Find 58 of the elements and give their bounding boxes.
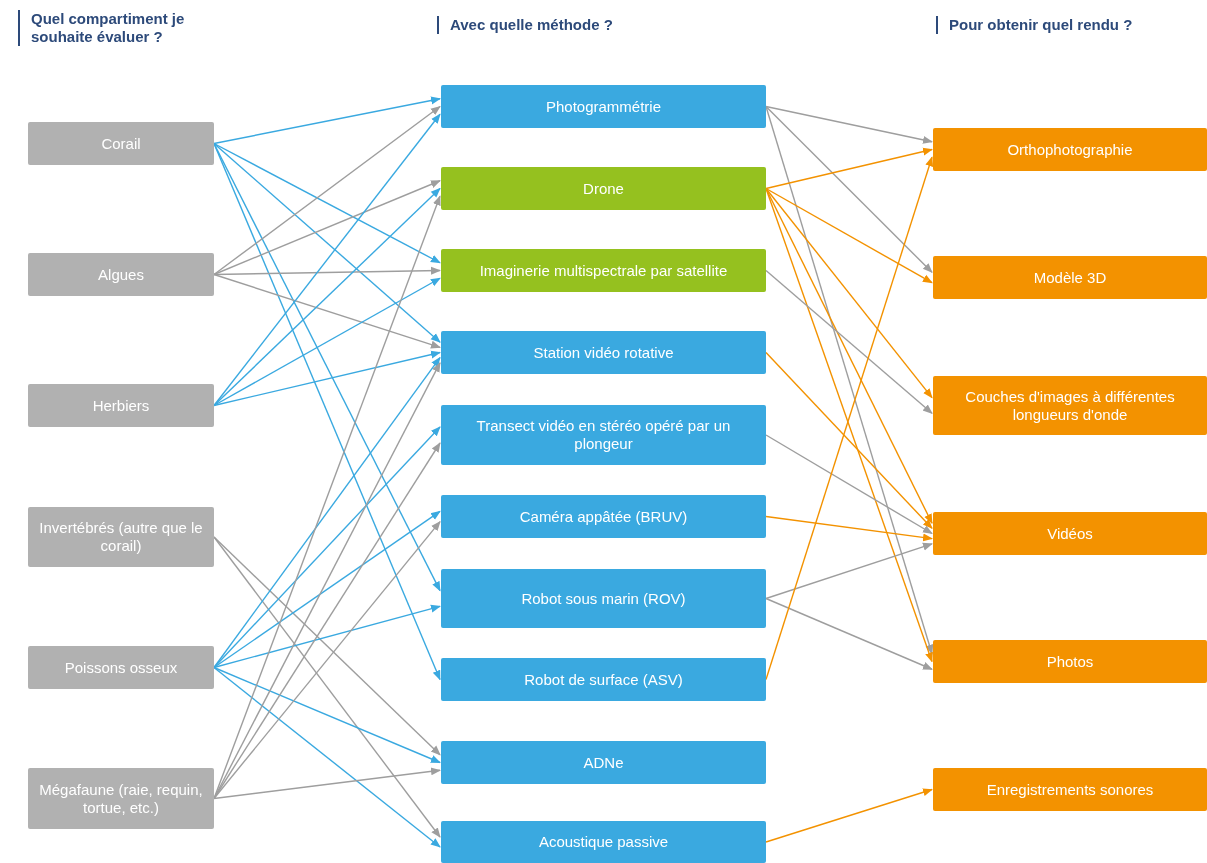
column-heading: Quel compartiment je souhaite évaluer ? bbox=[18, 10, 241, 46]
output-box: Orthophotographie bbox=[933, 128, 1207, 171]
method-box: Robot sous marin (ROV) bbox=[441, 569, 766, 628]
arrow bbox=[765, 788, 933, 843]
arrow bbox=[213, 142, 441, 343]
method-box: Robot de surface (ASV) bbox=[441, 658, 766, 701]
method-box: Caméra appâtée (BRUV) bbox=[441, 495, 766, 538]
arrow bbox=[213, 142, 441, 264]
arrow bbox=[765, 515, 933, 542]
method-box: Drone bbox=[441, 167, 766, 210]
arrow bbox=[765, 434, 933, 535]
method-box: Transect vidéo en stéréo opéré par un plongeur bbox=[441, 405, 766, 465]
method-box: Station vidéo rotative bbox=[441, 331, 766, 374]
method-box: Imaginerie multispectrale par satellite bbox=[441, 249, 766, 292]
compartment-box: Herbiers bbox=[28, 384, 214, 427]
arrow bbox=[213, 142, 441, 681]
arrow bbox=[213, 442, 441, 800]
arrow bbox=[765, 187, 933, 399]
arrow bbox=[765, 147, 933, 190]
method-box: Photogrammétrie bbox=[441, 85, 766, 128]
arrow bbox=[765, 597, 933, 670]
arrow bbox=[213, 604, 441, 669]
arrow bbox=[213, 277, 441, 407]
method-box: Acoustique passive bbox=[441, 821, 766, 863]
arrow bbox=[213, 350, 441, 407]
compartment-box: Poissons osseux bbox=[28, 646, 214, 689]
arrow bbox=[213, 536, 441, 756]
output-box: Enregistrements sonores bbox=[933, 768, 1207, 811]
arrow bbox=[213, 266, 441, 276]
compartment-box: Corail bbox=[28, 122, 214, 165]
arrow bbox=[213, 666, 441, 848]
compartment-box: Mégafaune (raie, requin, tortue, etc.) bbox=[28, 768, 214, 829]
arrow bbox=[765, 351, 933, 530]
column-heading: Pour obtenir quel rendu ? bbox=[936, 16, 1207, 34]
column-heading: Avec quelle méthode ? bbox=[437, 16, 750, 34]
arrow bbox=[213, 666, 441, 764]
arrow bbox=[765, 269, 933, 415]
method-box: ADNe bbox=[441, 741, 766, 784]
arrow bbox=[213, 536, 441, 838]
arrow bbox=[765, 187, 933, 284]
arrow bbox=[213, 273, 441, 349]
arrow bbox=[765, 105, 933, 144]
arrow bbox=[213, 520, 441, 800]
output-box: Couches d'images à différentes longueurs d'onde bbox=[933, 376, 1207, 435]
arrow bbox=[213, 105, 441, 276]
arrow bbox=[213, 96, 441, 145]
compartment-box: Algues bbox=[28, 253, 214, 296]
arrow bbox=[213, 510, 441, 669]
output-box: Photos bbox=[933, 640, 1207, 683]
arrow bbox=[213, 187, 441, 407]
arrow bbox=[213, 180, 441, 276]
arrow bbox=[213, 426, 441, 669]
compartment-box: Invertébrés (autre que le corail) bbox=[28, 507, 214, 567]
arrow bbox=[213, 767, 441, 800]
arrow bbox=[765, 542, 933, 600]
output-box: Vidéos bbox=[933, 512, 1207, 555]
arrow bbox=[765, 105, 933, 274]
output-box: Modèle 3D bbox=[933, 256, 1207, 299]
